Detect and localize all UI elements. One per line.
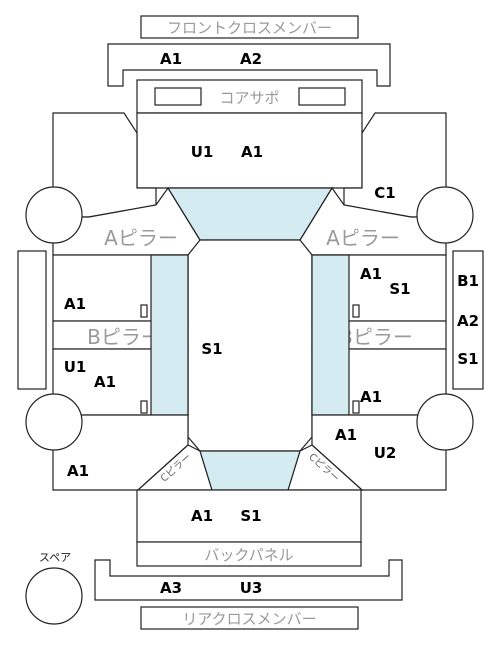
spare-label: スペア (39, 551, 71, 564)
rear-cross-member-box (140, 606, 359, 630)
trunk (136, 489, 362, 543)
front-bumper-a2: A2 (240, 50, 262, 68)
trunk-s1: S1 (240, 507, 261, 525)
trunk-a1: A1 (191, 507, 213, 525)
front-fender-right-c1: C1 (374, 184, 395, 202)
rear-door-left-handle (140, 400, 148, 414)
rear-bumper (94, 559, 403, 601)
side-step-left (17, 250, 47, 390)
side-window-right (311, 254, 350, 416)
a-pillar-left-label: Aピラー (104, 226, 178, 250)
front-door-left-handle (140, 304, 148, 318)
quarter-panel-left-a1: A1 (67, 462, 89, 480)
a-pillar-right-label: Aピラー (326, 226, 400, 250)
back-panel-label: バックパネル (204, 546, 293, 564)
rear-window (199, 450, 301, 491)
hood-a1: A1 (241, 143, 263, 161)
wheel-front-left (25, 186, 83, 244)
side-window-left (150, 254, 189, 416)
rear-door-left-a1: A1 (94, 373, 116, 391)
quarter-panel-right-u2: U2 (374, 444, 397, 462)
front-door-left-a1: A1 (64, 295, 86, 313)
rear-bumper-a3: A3 (160, 579, 182, 597)
front-door-right-s1: S1 (389, 280, 410, 298)
front-door-right-a1: A1 (360, 265, 382, 283)
rear-door-left-u1: U1 (64, 358, 87, 376)
core-support-right-slot (298, 87, 346, 106)
front-cross-member-box (140, 15, 359, 39)
rear-door-right-handle (352, 400, 360, 414)
spare-tire (25, 567, 83, 625)
front-door-right-handle (352, 304, 360, 318)
hood-u1: U1 (191, 143, 214, 161)
rear-bumper-u3: U3 (240, 579, 263, 597)
side-step-right-s1: S1 (457, 350, 478, 368)
side-step-right (452, 250, 484, 390)
front-bumper (107, 43, 391, 87)
b-pillar-left-label: Bピラー (87, 325, 161, 349)
quarter-panel-right-a1: A1 (335, 426, 357, 444)
core-support-left-slot (154, 87, 202, 106)
back-panel (136, 541, 362, 567)
roof-s1: S1 (201, 340, 222, 358)
rear-door-right-a1: A1 (360, 388, 382, 406)
core-support-label: コアサポ (219, 89, 279, 107)
side-step-right-b1: B1 (457, 272, 479, 290)
b-pillar-right-label: Bピラー (339, 325, 413, 349)
wheel-rear-right (416, 393, 474, 451)
wheel-front-right (416, 186, 474, 244)
wheel-rear-left (25, 393, 83, 451)
front-bumper-a1: A1 (160, 50, 182, 68)
side-step-right-a2: A2 (457, 312, 479, 330)
front-cross-member-label: フロントクロスメンバー (167, 19, 332, 37)
rear-cross-member-label: リアクロスメンバー (182, 610, 316, 628)
